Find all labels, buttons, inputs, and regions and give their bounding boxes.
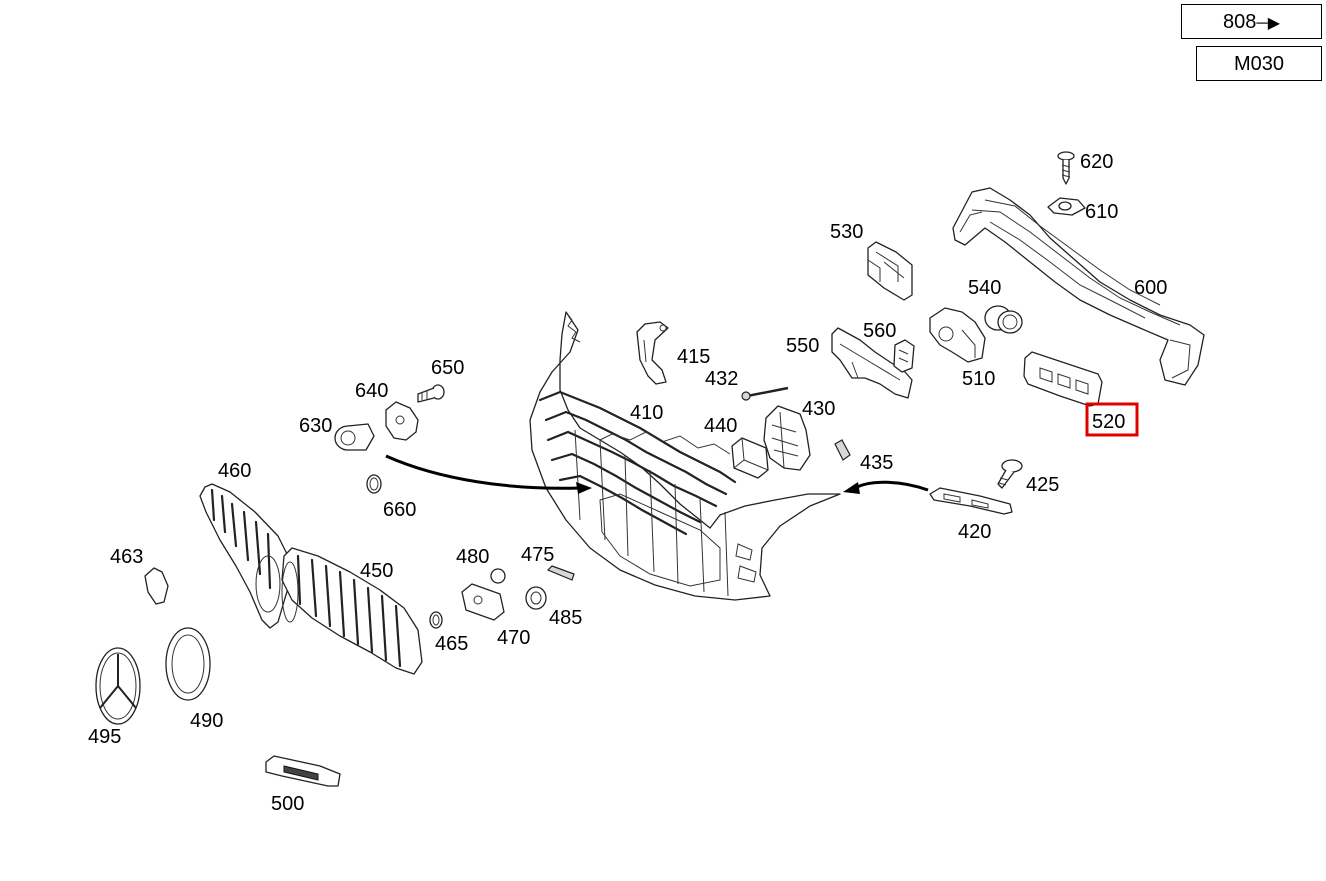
part-540-sensor-drawing — [984, 305, 1023, 334]
assembly-arrow-left — [385, 454, 592, 494]
part-415-bracket-drawing — [636, 321, 669, 385]
page-reference-label: 808 — [1222, 11, 1257, 33]
model-code-label: M030 — [1233, 53, 1285, 75]
part-420-strip-drawing — [929, 487, 1013, 515]
part-490-emblem-ring-drawing — [165, 627, 211, 701]
part-560-clip-drawing — [893, 339, 915, 373]
part-550-bracket-drawing — [831, 327, 913, 399]
part-520-bracket-drawing — [1023, 351, 1103, 407]
highlight-box — [1085, 402, 1139, 437]
label-part-440[interactable]: 440 — [704, 415, 737, 437]
part-510-sensor-holder-drawing — [929, 307, 986, 363]
part-495-emblem-drawing — [95, 647, 141, 725]
part-640-bracket-drawing — [385, 401, 419, 441]
label-part-495[interactable]: 495 — [88, 726, 121, 748]
part-465-ring-drawing — [429, 611, 443, 629]
label-part-630[interactable]: 630 — [299, 415, 332, 437]
label-part-530[interactable]: 530 — [830, 221, 863, 243]
label-part-500[interactable]: 500 — [271, 793, 304, 815]
part-475-strip-drawing — [546, 565, 575, 581]
part-463-bracket-drawing — [144, 567, 169, 605]
label-part-420[interactable]: 420 — [958, 521, 991, 543]
part-650-bolt-drawing — [417, 384, 445, 403]
label-part-415[interactable]: 415 — [677, 346, 710, 368]
label-part-435[interactable]: 435 — [860, 452, 893, 474]
model-code-box: M030 — [1196, 46, 1322, 81]
label-part-465[interactable]: 465 — [435, 633, 468, 655]
label-part-540[interactable]: 540 — [968, 277, 1001, 299]
label-part-660[interactable]: 660 — [383, 499, 416, 521]
part-660-ring-drawing — [366, 474, 382, 494]
part-435-cap-drawing — [834, 439, 851, 461]
label-part-510[interactable]: 510 — [962, 368, 995, 390]
right-arrow-icon: ─▶ — [1256, 15, 1280, 32]
label-part-610[interactable]: 610 — [1085, 201, 1118, 223]
label-part-410[interactable]: 410 — [630, 402, 663, 424]
part-450-grille-drawing — [281, 547, 423, 675]
part-485-sensor-drawing — [525, 586, 547, 610]
part-470-camera-drawing — [461, 583, 505, 621]
part-425-screw-drawing — [997, 459, 1023, 489]
label-part-640[interactable]: 640 — [355, 380, 388, 402]
label-part-475[interactable]: 475 — [521, 544, 554, 566]
part-480-sensor-drawing — [490, 568, 506, 584]
page-reference-button[interactable]: 808─▶ — [1181, 4, 1322, 39]
assembly-arrow-right — [843, 480, 929, 494]
label-part-450[interactable]: 450 — [360, 560, 393, 582]
label-part-430[interactable]: 430 — [802, 398, 835, 420]
label-part-490[interactable]: 490 — [190, 710, 223, 732]
part-460-grille-frame-drawing — [199, 483, 291, 629]
label-part-560[interactable]: 560 — [863, 320, 896, 342]
label-part-432[interactable]: 432 — [705, 368, 738, 390]
label-part-600[interactable]: 600 — [1134, 277, 1167, 299]
part-600-impact-absorber-drawing — [952, 187, 1205, 386]
highlighted-part-520[interactable]: 520 — [1085, 402, 1139, 437]
label-part-480[interactable]: 480 — [456, 546, 489, 568]
part-620-screw-drawing — [1057, 151, 1075, 185]
label-part-550[interactable]: 550 — [786, 335, 819, 357]
label-part-470[interactable]: 470 — [497, 627, 530, 649]
part-430-sensor-holder-drawing — [763, 405, 811, 471]
label-part-520[interactable]: 520 — [1092, 411, 1125, 433]
part-500-module-drawing — [265, 755, 341, 787]
part-530-bracket-drawing — [867, 241, 913, 301]
part-610-clip-drawing — [1047, 197, 1086, 216]
label-part-620[interactable]: 620 — [1080, 151, 1113, 173]
label-part-650[interactable]: 650 — [431, 357, 464, 379]
part-432-pin-drawing — [741, 386, 789, 401]
label-part-463[interactable]: 463 — [110, 546, 143, 568]
part-440-module-drawing — [731, 437, 769, 479]
part-630-sensor-drawing — [334, 423, 375, 451]
label-part-460[interactable]: 460 — [218, 460, 251, 482]
part-410-bumper-drawing — [529, 311, 841, 601]
label-part-485[interactable]: 485 — [549, 607, 582, 629]
label-part-425[interactable]: 425 — [1026, 474, 1059, 496]
